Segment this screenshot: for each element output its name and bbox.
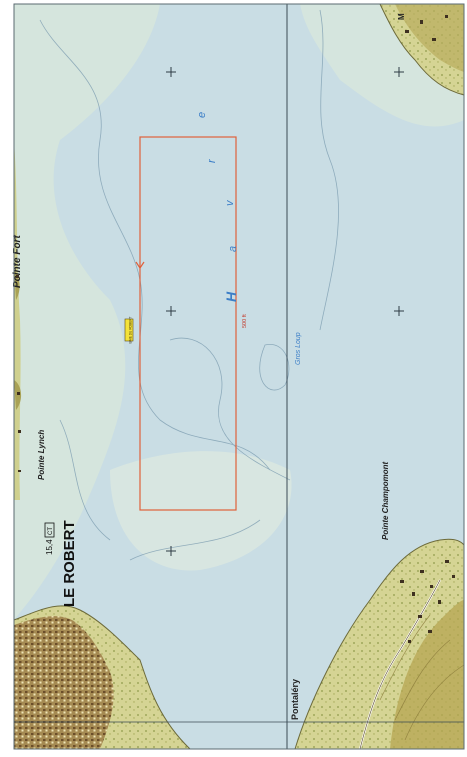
zone-direction-arrow [135, 261, 145, 270]
svg-text:a: a [227, 246, 239, 252]
buildings-champomont [400, 560, 455, 643]
town-code: 15,4 CT [44, 522, 55, 555]
gros-loup-label: Gros Loup [295, 332, 302, 365]
svg-text:r: r [206, 158, 218, 163]
havre-label: H a v r e [196, 112, 239, 302]
pointe-champomont-label: Pointe Champomont [381, 461, 390, 540]
pointe-lynch-label: Pointe Lynch [37, 430, 46, 480]
grid-crosses [166, 67, 404, 556]
land-left-coast [14, 140, 21, 500]
svg-text:H: H [223, 291, 239, 302]
depth-label: 500 ft [242, 314, 248, 328]
town-label-le-robert: LE ROBERT [61, 520, 78, 607]
shallow-water-2 [110, 451, 292, 571]
pointe-fort-label: Pointe Fort [12, 235, 23, 288]
pontalery-label: Pontaléry [290, 679, 300, 720]
buildings-top-right [405, 15, 448, 41]
urban-le-robert [14, 616, 114, 749]
zone-tag: BAIE DU ROBERT [124, 317, 134, 344]
depth-contours [39, 9, 339, 561]
svg-text:v: v [224, 199, 236, 206]
shallow-water [14, 4, 160, 620]
svg-text:BAIE DU ROBERT: BAIE DU ROBERT [129, 317, 133, 344]
svg-text:e: e [196, 112, 208, 118]
buildings-left [16, 275, 21, 472]
top-right-label: M [397, 13, 406, 20]
hill-shading [390, 600, 464, 749]
svg-text:15,4: 15,4 [45, 539, 54, 555]
svg-text:CT: CT [48, 527, 54, 535]
